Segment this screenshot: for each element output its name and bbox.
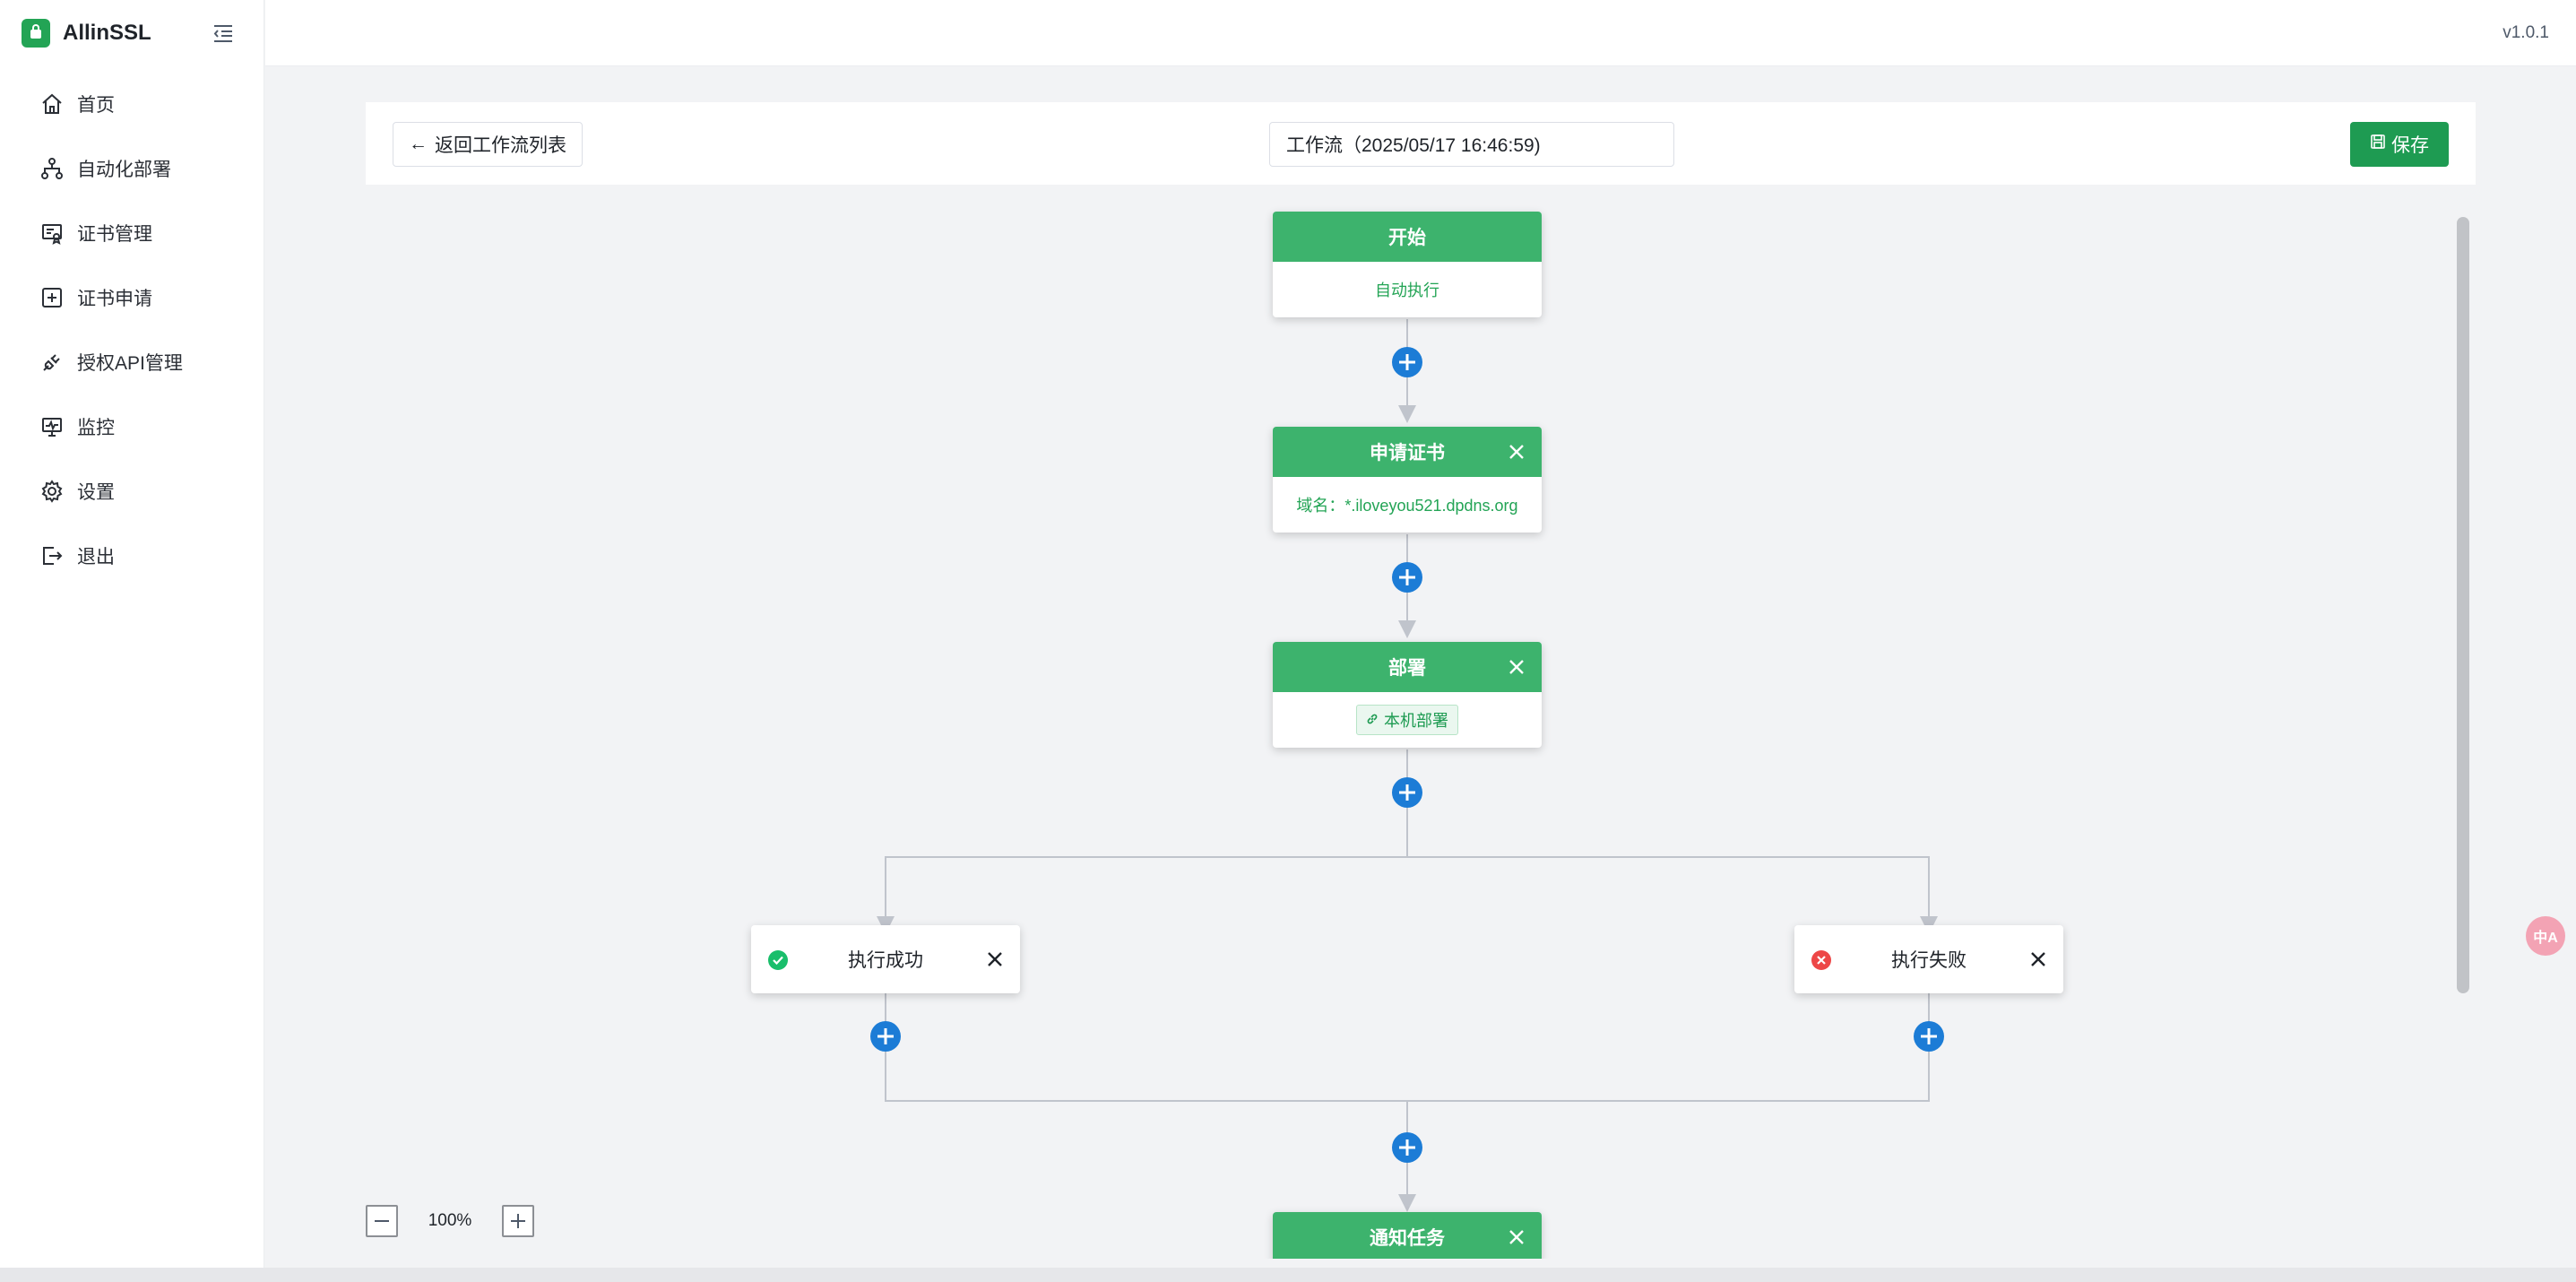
failure-branch-label: 执行失败 (1891, 950, 1967, 971)
deploy-tag-label: 本机部署 (1384, 712, 1448, 730)
check-circle-icon (767, 949, 789, 971)
sidebar-item-cert-apply[interactable]: 证书申请 (0, 265, 264, 330)
sidebar-item-settings[interactable]: 设置 (0, 459, 264, 524)
workflow-canvas[interactable]: 开始 自动执行 申请证书 域名：*.iloveyou521.dpdns.org … (366, 185, 2476, 1259)
apply-cert-node-body: 域名：*.iloveyou521.dpdns.org (1296, 497, 1518, 515)
sidebar-item-label: 监控 (77, 418, 115, 438)
add-node-button[interactable] (1391, 561, 1423, 593)
close-icon[interactable] (1504, 1225, 1529, 1250)
sidebar-item-automation[interactable]: 自动化部署 (0, 136, 264, 201)
error-circle-icon (1811, 949, 1832, 971)
deploy-node-body: 本机部署 (1273, 692, 1542, 748)
workflow-icon (39, 156, 65, 181)
logout-icon (39, 543, 65, 568)
logo-icon (22, 19, 50, 48)
gear-icon (39, 479, 65, 504)
plus-icon (511, 1214, 525, 1228)
sidebar-item-cert-management[interactable]: 证书管理 (0, 201, 264, 265)
deploy-node[interactable]: 部署 本机部署 (1273, 642, 1542, 748)
sidebar-item-label: 设置 (77, 482, 115, 503)
deploy-type-tag: 本机部署 (1356, 705, 1458, 735)
close-icon[interactable] (982, 947, 1007, 972)
plus-circle-icon (1392, 777, 1422, 808)
close-icon[interactable] (1504, 654, 1529, 680)
plus-circle-icon (1914, 1021, 1944, 1052)
deploy-node-title: 部署 (1388, 658, 1426, 679)
zoom-level: 100% (428, 1211, 472, 1230)
collapse-sidebar-icon[interactable] (212, 22, 235, 45)
sidebar-item-label: 首页 (77, 95, 115, 116)
close-icon[interactable] (2026, 947, 2051, 972)
start-node-body: 自动执行 (1375, 282, 1439, 299)
add-node-button[interactable] (1391, 776, 1423, 809)
monitor-icon (39, 414, 65, 439)
start-node-title: 开始 (1273, 212, 1542, 262)
link-icon (1366, 711, 1379, 730)
sidebar-item-label: 证书管理 (77, 224, 152, 245)
sidebar-item-label: 自动化部署 (77, 160, 171, 180)
close-icon[interactable] (1504, 439, 1529, 464)
sidebar-item-api-management[interactable]: 授权API管理 (0, 330, 264, 394)
workflow-title-input[interactable]: 工作流（2025/05/17 16:46:59) (1269, 122, 1674, 167)
api-plug-icon (39, 350, 65, 375)
plus-circle-icon (1392, 1132, 1422, 1163)
plus-circle-icon (1392, 347, 1422, 377)
zoom-out-button[interactable] (366, 1205, 398, 1237)
notify-node[interactable]: 通知任务 (1273, 1212, 1542, 1259)
sidebar-item-label: 退出 (77, 547, 115, 567)
top-bar: v1.0.1 (265, 0, 2576, 66)
home-icon (39, 91, 65, 117)
plus-square-icon (39, 285, 65, 310)
save-icon (2370, 134, 2386, 155)
add-node-button[interactable] (1391, 1131, 1423, 1164)
version-label: v1.0.1 (2503, 23, 2549, 42)
save-button-label: 保存 (2391, 135, 2429, 156)
canvas-scrollbar-thumb[interactable] (2457, 217, 2469, 993)
translate-icon[interactable]: 中A (2526, 916, 2565, 956)
zoom-in-button[interactable] (502, 1205, 534, 1237)
start-node[interactable]: 开始 自动执行 (1273, 212, 1542, 317)
bottom-edge (0, 1268, 2576, 1282)
sidebar-item-logout[interactable]: 退出 (0, 524, 264, 588)
notify-node-title: 通知任务 (1370, 1228, 1445, 1249)
add-node-button[interactable] (869, 1020, 902, 1052)
plus-circle-icon (870, 1021, 901, 1052)
plus-circle-icon (1392, 562, 1422, 593)
sidebar-item-home[interactable]: 首页 (0, 72, 264, 136)
sidebar: AllinSSL 首页 自动化部署 证书管理 证书申请 授权API管理 监控 (0, 0, 264, 1282)
brand[interactable]: AllinSSL (22, 18, 151, 48)
minus-icon (375, 1220, 389, 1222)
sidebar-item-monitor[interactable]: 监控 (0, 394, 264, 459)
apply-cert-node-title: 申请证书 (1370, 443, 1445, 463)
success-branch-label: 执行成功 (848, 950, 923, 971)
workflow-toolbar: ← 返回工作流列表 工作流（2025/05/17 16:46:59) 保存 (366, 102, 2476, 185)
add-node-button[interactable] (1391, 346, 1423, 378)
zoom-controls: 100% (366, 1203, 534, 1239)
sidebar-item-label: 授权API管理 (77, 353, 183, 374)
sidebar-item-label: 证书申请 (77, 289, 152, 309)
back-button-label: 返回工作流列表 (435, 135, 566, 156)
add-node-button[interactable] (1913, 1020, 1945, 1052)
sidebar-menu: 首页 自动化部署 证书管理 证书申请 授权API管理 监控 设置 退出 (0, 72, 264, 588)
app-name: AllinSSL (63, 21, 151, 45)
failure-branch-node[interactable]: 执行失败 (1794, 925, 2063, 993)
apply-cert-node[interactable]: 申请证书 域名：*.iloveyou521.dpdns.org (1273, 427, 1542, 533)
back-to-workflow-list-button[interactable]: ← 返回工作流列表 (393, 122, 583, 167)
certificate-icon (39, 221, 65, 246)
save-button[interactable]: 保存 (2350, 122, 2449, 167)
arrow-left-icon: ← (409, 134, 428, 154)
success-branch-node[interactable]: 执行成功 (751, 925, 1020, 993)
